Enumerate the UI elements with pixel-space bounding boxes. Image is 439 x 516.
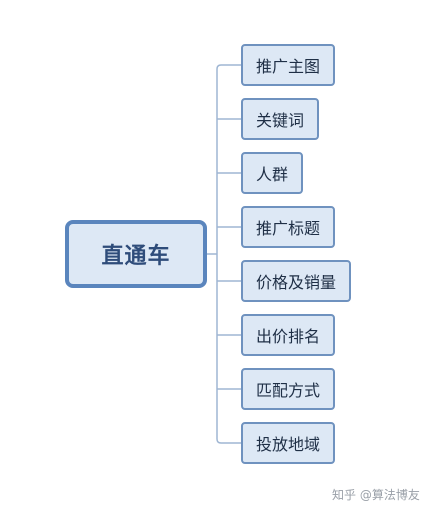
- branch-node-8: 投放地域: [241, 422, 336, 464]
- branch-label: 出价排名: [256, 327, 321, 346]
- branch-node-2: 关键词: [241, 98, 320, 140]
- branch-label: 匹配方式: [256, 381, 321, 400]
- branch-node-7: 匹配方式: [241, 368, 336, 410]
- branch-label: 关键词: [256, 111, 305, 130]
- root-label: 直通车: [101, 244, 171, 269]
- branch-label: 推广标题: [256, 219, 321, 238]
- root-node: 直通车: [65, 220, 207, 288]
- branch-node-6: 出价排名: [241, 314, 336, 356]
- branch-connector-8: [216, 438, 241, 444]
- branch-label: 价格及销量: [256, 273, 337, 292]
- branch-node-4: 推广标题: [241, 206, 336, 248]
- branch-label: 人群: [256, 165, 289, 184]
- branch-label: 投放地域: [256, 435, 321, 454]
- branch-node-1: 推广主图: [241, 44, 336, 86]
- branch-connector-1: [216, 64, 241, 70]
- branch-node-5: 价格及销量: [241, 260, 352, 302]
- branch-label: 推广主图: [256, 57, 321, 76]
- watermark: 知乎 @算法博友: [332, 488, 420, 502]
- branch-node-3: 人群: [241, 152, 304, 194]
